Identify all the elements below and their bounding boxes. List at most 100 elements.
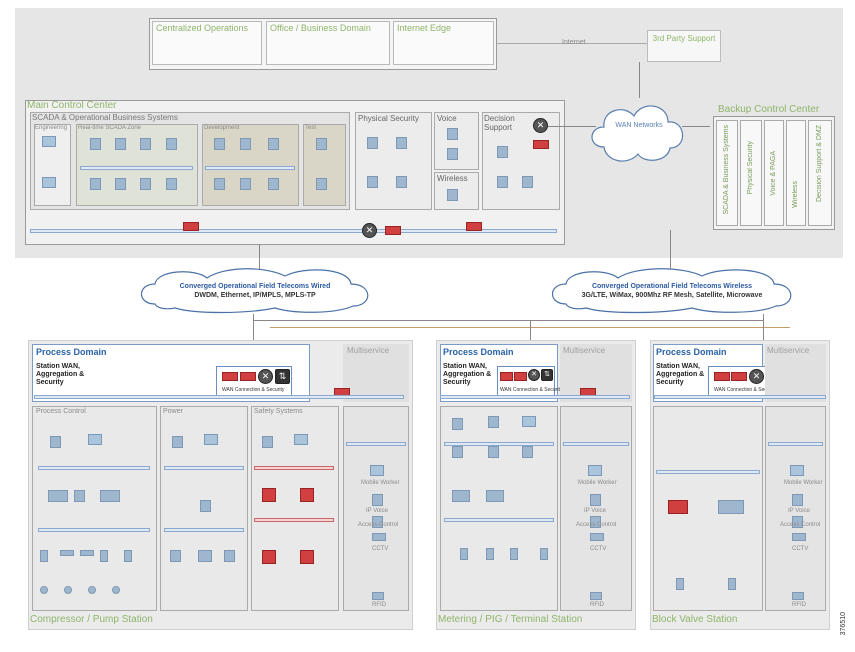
ms-item-label: Mobile Worker — [784, 480, 823, 486]
multiservice-title: Multiservice — [767, 346, 810, 355]
server-icon — [488, 416, 499, 428]
engineering-monitor-icon — [42, 136, 56, 147]
voice-zone — [434, 112, 479, 170]
ip-voice-icon — [792, 494, 803, 506]
station-wan-label: Station WAN, Aggregation & Security — [36, 363, 85, 386]
third-party-box — [647, 30, 721, 62]
server-icon — [522, 446, 533, 458]
field-bus — [444, 518, 554, 522]
wan-to-main-link — [548, 126, 596, 127]
operator-monitor-icon — [42, 177, 56, 188]
field-device-icon — [486, 548, 494, 560]
station-wan-label: Station WAN, Aggregation & Security — [443, 363, 492, 386]
decision-zone — [482, 112, 560, 210]
multiservice-bus — [346, 442, 406, 446]
plc-icon — [100, 490, 120, 502]
ms-item-label: CCTV — [590, 546, 607, 552]
safety-monitor-icon — [294, 434, 308, 445]
multiservice-box — [765, 344, 826, 402]
core-router-icon: ✕ — [362, 223, 377, 238]
cctv-icon — [792, 533, 806, 541]
decision-server-icon — [497, 176, 508, 188]
ms-item-label: Access Control — [780, 522, 821, 528]
field-device-icon — [460, 548, 468, 560]
station-backbone — [654, 395, 826, 399]
multiservice-title: Multiservice — [563, 346, 606, 355]
power-bus — [164, 466, 244, 470]
scada-server-icon — [166, 178, 177, 190]
power-device-icon — [200, 500, 211, 512]
valve-controller-icon — [668, 500, 688, 514]
firewall-icon — [500, 372, 513, 381]
drop-line — [763, 314, 764, 360]
centralized-ops-box — [152, 21, 262, 65]
test-title: Test — [305, 125, 317, 131]
station-name: Block Valve Station — [652, 614, 738, 625]
dev-server-icon — [268, 138, 279, 150]
firewall-icon — [240, 372, 256, 381]
sensor-icon — [64, 586, 72, 594]
power-device-icon — [170, 550, 181, 562]
router-icon: ✕ — [258, 369, 273, 384]
voice-server-icon — [447, 128, 458, 140]
power-field-bus — [164, 528, 244, 532]
cctv-icon — [372, 533, 386, 541]
physical-security-title: Physical Security — [358, 114, 419, 123]
backup-col-decision: Decision Support & DMZ — [808, 120, 832, 226]
firewall-icon — [222, 372, 238, 381]
cctv-icon — [590, 533, 604, 541]
control-station-icon — [88, 434, 102, 445]
safety-field-bus — [254, 518, 334, 522]
switch-icon: ⇅ — [275, 369, 290, 384]
sensor-icon — [88, 586, 96, 594]
metering-zone — [440, 406, 558, 611]
lan-bus — [38, 466, 150, 470]
main-cc-backbone — [30, 229, 557, 233]
office-domain-box — [266, 21, 390, 65]
firewall-icon — [385, 226, 401, 235]
internet-label: Internet — [562, 39, 586, 46]
wireless-title: Wireless — [437, 174, 468, 183]
server-icon — [452, 446, 463, 458]
field-device-icon — [124, 550, 132, 562]
multiservice-zone — [343, 406, 409, 611]
sensor-icon — [40, 586, 48, 594]
rfid-icon — [590, 592, 602, 600]
firewall-icon — [731, 372, 747, 381]
access-control-icon — [792, 516, 803, 528]
centralized-ops-title: Centralized Operations — [156, 23, 249, 33]
scada-server-icon — [115, 178, 126, 190]
switch-icon: ⇅ — [541, 369, 553, 381]
link-main-wired — [259, 244, 260, 274]
server-icon — [488, 446, 499, 458]
internet-edge-box — [393, 21, 494, 65]
wired-cloud: Converged Operational Field Telecoms Wir… — [135, 266, 375, 314]
power-server-icon — [172, 436, 183, 448]
multiservice-zone — [765, 406, 826, 611]
ip-voice-icon — [590, 494, 601, 506]
rt-scada-zone — [76, 124, 198, 206]
scada-server-icon — [115, 138, 126, 150]
firewall-icon — [514, 372, 527, 381]
figure-id: 376510 — [840, 612, 847, 636]
voice-title: Voice — [437, 114, 457, 123]
wan-to-top-link — [639, 62, 640, 98]
wan-label: WAN Networks — [615, 122, 663, 129]
multiservice-bus — [563, 442, 629, 446]
safety-controller-icon — [300, 550, 314, 564]
wan-to-backup-link — [682, 126, 710, 127]
scada-server-icon — [166, 138, 177, 150]
wireless-server-icon — [447, 189, 458, 201]
physical-security-zone — [355, 112, 432, 210]
voice-server-icon — [447, 148, 458, 160]
dev-bus — [205, 166, 295, 170]
wired-cloud-sub: DWDM, Ethernet, IP/MPLS, MPLS-TP — [194, 292, 316, 299]
decision-server-icon — [497, 146, 508, 158]
ms-item-label: RFID — [372, 602, 386, 608]
field-device-icon — [60, 550, 74, 556]
wan-cloud: WAN Networks — [584, 92, 694, 170]
ms-item-label: IP Voice — [584, 508, 606, 514]
test-server-icon — [316, 178, 327, 190]
lan-bus — [444, 442, 554, 446]
ms-item-label: CCTV — [372, 546, 389, 552]
